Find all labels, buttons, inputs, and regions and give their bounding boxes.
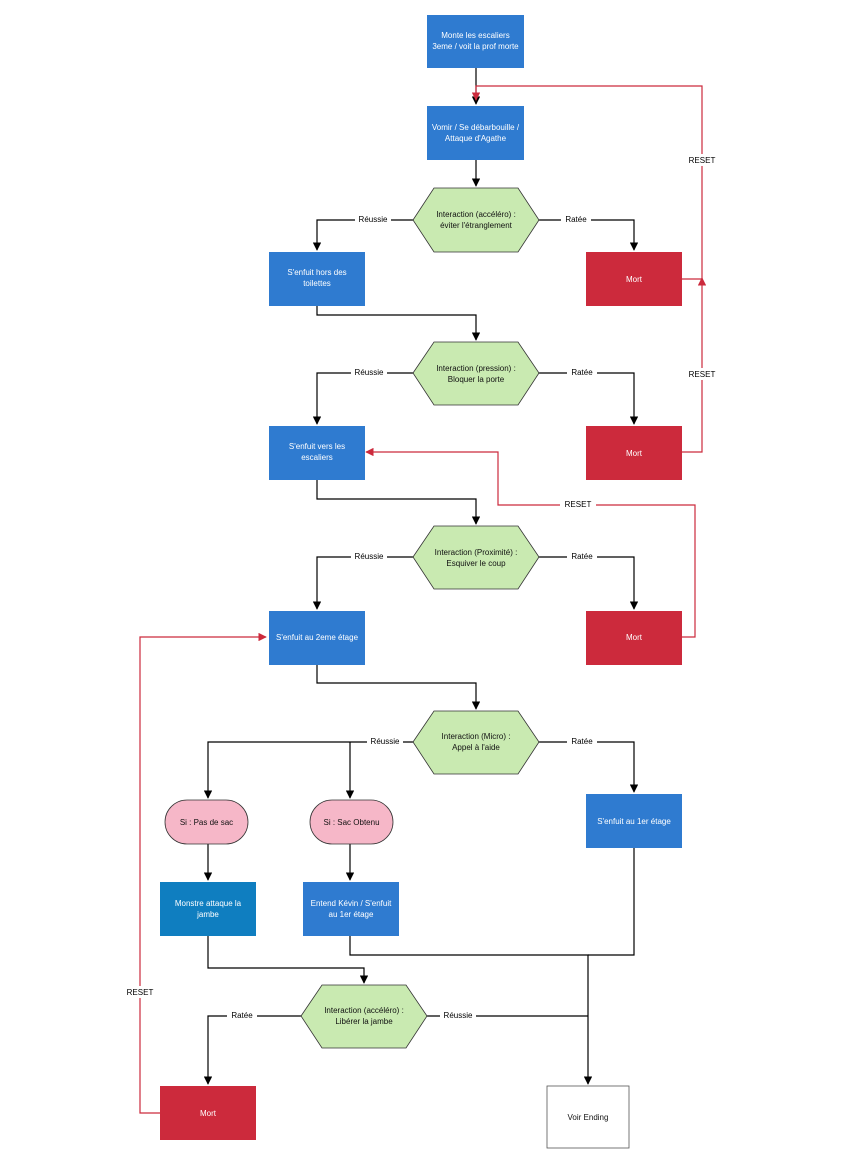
- decision-eviter-etranglement-line2: éviter l'étranglement: [440, 221, 513, 230]
- node-vomir: Vomir / Se débarbouille / Attaque d'Agat…: [427, 106, 524, 160]
- edge-d3-p3: [312, 556, 413, 610]
- node-mort-1-label: Mort: [626, 275, 643, 284]
- edge-label-d1-fail: Ratée: [565, 215, 587, 224]
- edge-label-d2-success: Réussie: [355, 368, 384, 377]
- node-sort-toilettes-line2: toilettes: [303, 279, 331, 288]
- decision-liberer-jambe: Interaction (accéléro) : Libérer la jamb…: [300, 984, 428, 1049]
- node-mort-3-label: Mort: [626, 633, 643, 642]
- edge-p2-d3: [316, 480, 481, 525]
- edge-label-d5-fail: Ratée: [231, 1011, 253, 1020]
- reset-edge-m4-p3: [139, 632, 267, 1114]
- node-sort-toilettes-line1: S'enfuit hors des: [287, 268, 346, 277]
- edge-d4-p4: [539, 741, 639, 793]
- edge-d4-c1: [203, 741, 413, 799]
- decision-eviter-etranglement: Interaction (accéléro) : éviter l'étrang…: [412, 187, 540, 253]
- edge-label-d1-success: Réussie: [359, 215, 388, 224]
- decision-bloquer-porte-line1: Interaction (pression) :: [436, 364, 516, 373]
- condition-sac-obtenu-label: Si : Sac Obtenu: [323, 818, 379, 827]
- node-voir-ending: Voir Ending: [546, 1085, 630, 1149]
- edge-p1-d2: [316, 306, 481, 341]
- node-mort-1: Mort: [586, 252, 682, 306]
- edge-label-reset-1: RESET: [689, 156, 716, 165]
- edge-label-d4-fail: Ratée: [571, 737, 593, 746]
- nodes: Monte les escaliers 3eme / voit la prof …: [160, 15, 682, 1149]
- decision-esquiver-coup-line1: Interaction (Proximité) :: [435, 548, 518, 557]
- condition-pas-de-sac: Si : Pas de sac: [164, 799, 249, 845]
- node-vers-escaliers-line2: escaliers: [301, 453, 333, 462]
- node-monte-escaliers: Monte les escaliers 3eme / voit la prof …: [427, 15, 524, 68]
- decision-bloquer-porte-line2: Bloquer la porte: [448, 375, 505, 384]
- edge-d3-m3: [539, 556, 639, 610]
- node-entend-kevin-line2: au 1er étage: [329, 910, 374, 919]
- reset-edge-m2-m1: [682, 277, 707, 453]
- node-entend-kevin: Entend Kévin / S'enfuit au 1er étage: [303, 882, 399, 936]
- node-monte-escaliers-line2: 3eme / voit la prof morte: [432, 42, 519, 51]
- edge-label-d3-success: Réussie: [355, 552, 384, 561]
- reset-edge-m1-n2: [471, 85, 703, 280]
- node-mort-3: Mort: [586, 611, 682, 665]
- node-1er-etage: S'enfuit au 1er étage: [586, 794, 682, 848]
- edge-label-d2-fail: Ratée: [571, 368, 593, 377]
- edge-label-d3-fail: Ratée: [571, 552, 593, 561]
- node-vomir-line2: Attaque d'Agathe: [445, 134, 507, 143]
- condition-pas-de-sac-label: Si : Pas de sac: [180, 818, 233, 827]
- decision-appel-aide: Interaction (Micro) : Appel à l'aide: [412, 710, 540, 775]
- edge-label-reset-3: RESET: [565, 500, 592, 509]
- edge-label-d4-success: Réussie: [371, 737, 400, 746]
- edge-d5-m4: [203, 1015, 301, 1085]
- node-mort-2: Mort: [586, 426, 682, 480]
- decision-esquiver-coup-line2: Esquiver le coup: [446, 559, 506, 568]
- node-monstre-jambe: Monstre attaque la jambe: [160, 882, 256, 936]
- node-mort-2-label: Mort: [626, 449, 643, 458]
- edge-p6-end: [349, 936, 593, 1085]
- decision-eviter-etranglement-line1: Interaction (accéléro) :: [436, 210, 516, 219]
- node-mort-4-label: Mort: [200, 1109, 217, 1118]
- node-monte-escaliers-line1: Monte les escaliers: [441, 31, 509, 40]
- node-vomir-line1: Vomir / Se débarbouille /: [432, 123, 520, 132]
- node-vers-escaliers-line1: S'enfuit vers les: [289, 442, 345, 451]
- node-2eme-etage-label: S'enfuit au 2eme étage: [276, 633, 359, 642]
- node-1er-etage-label: S'enfuit au 1er étage: [597, 817, 671, 826]
- edge-label-reset-2: RESET: [689, 370, 716, 379]
- decision-appel-aide-line1: Interaction (Micro) :: [442, 732, 511, 741]
- node-entend-kevin-line1: Entend Kévin / S'enfuit: [311, 899, 392, 908]
- node-voir-ending-label: Voir Ending: [568, 1113, 609, 1122]
- decision-esquiver-coup: Interaction (Proximité) : Esquiver le co…: [412, 525, 540, 590]
- decision-appel-aide-line2: Appel à l'aide: [452, 743, 500, 752]
- edge-label-d5-success: Réussie: [444, 1011, 473, 1020]
- edge-d2-m2: [539, 372, 639, 425]
- edge-p4-end: [588, 848, 635, 956]
- node-monstre-jambe-line2: jambe: [196, 910, 219, 919]
- edge-label-reset-4: RESET: [127, 988, 154, 997]
- decision-bloquer-porte: Interaction (pression) : Bloquer la port…: [412, 341, 540, 406]
- edge-labels: Réussie Ratée Réussie Ratée Réussie Raté…: [122, 154, 720, 1021]
- edge-p5-d5: [207, 936, 369, 984]
- decision-liberer-jambe-line2: Libérer la jambe: [335, 1017, 393, 1026]
- node-2eme-etage: S'enfuit au 2eme étage: [269, 611, 365, 665]
- edge-p3-d4: [316, 665, 481, 710]
- condition-sac-obtenu: Si : Sac Obtenu: [309, 799, 394, 845]
- reset-edges: [139, 85, 707, 1114]
- edge-d2-p2: [312, 372, 413, 425]
- node-vers-escaliers: S'enfuit vers les escaliers: [269, 426, 365, 480]
- node-sort-toilettes: S'enfuit hors des toilettes: [269, 252, 365, 306]
- node-monstre-jambe-line1: Monstre attaque la: [175, 899, 242, 908]
- node-mort-4: Mort: [160, 1086, 256, 1140]
- decision-liberer-jambe-line1: Interaction (accéléro) :: [324, 1006, 404, 1015]
- reset-edge-m3-p2: [365, 447, 696, 638]
